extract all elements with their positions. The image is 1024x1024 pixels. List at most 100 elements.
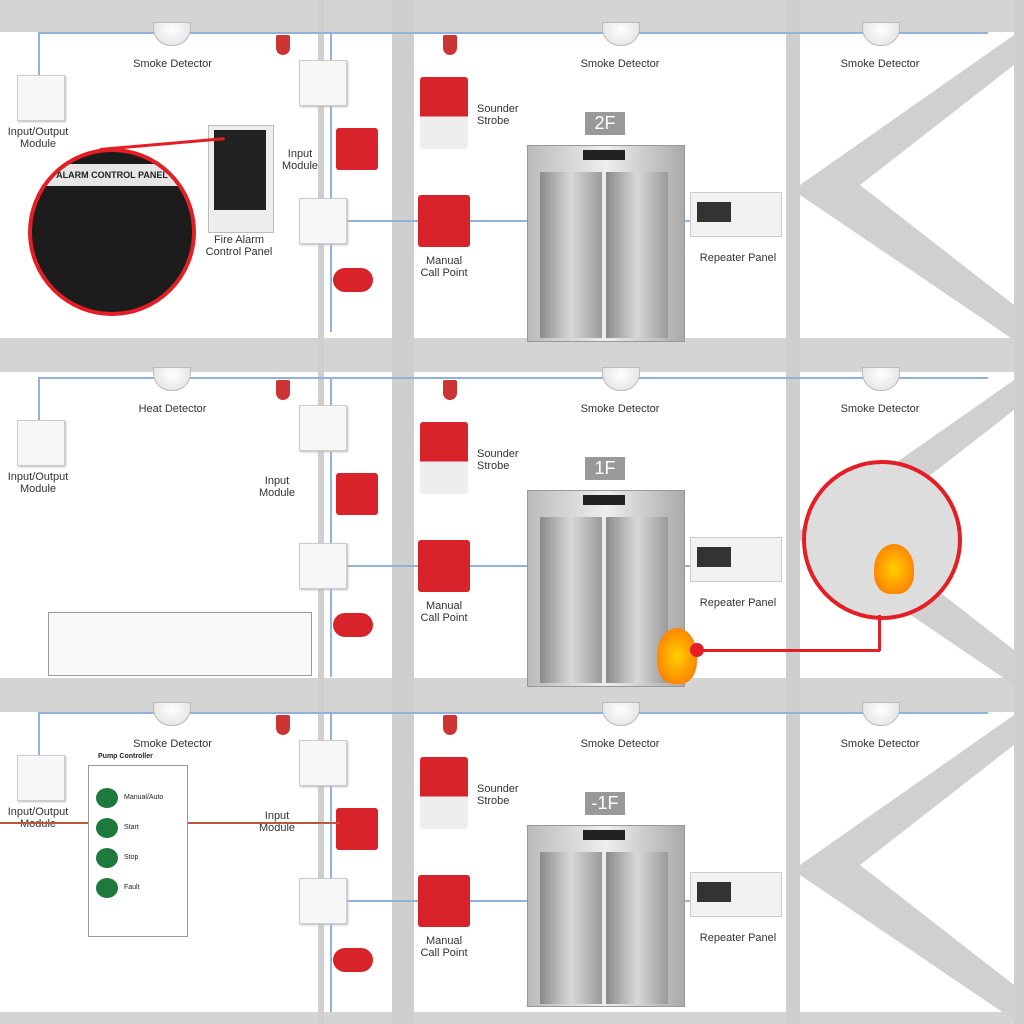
pump-button-label: Manual/Auto (124, 794, 164, 801)
right-detector-label: Smoke Detector (840, 403, 920, 415)
input-module-icon (299, 60, 347, 106)
smoke-detector-icon (153, 22, 191, 46)
io-module-label: Input/Output Module (7, 471, 69, 495)
pump-button-stop[interactable] (96, 848, 118, 868)
io-module-icon (17, 755, 65, 801)
input-module-icon (299, 878, 347, 924)
sprinkler-icon (443, 715, 457, 735)
callout-title: ALARM CONTROL PANEL (32, 164, 192, 186)
right-detector-label: Smoke Detector (840, 58, 920, 70)
elevator-door-left (540, 517, 602, 683)
floor-label: 1F (585, 457, 625, 480)
wire (330, 712, 332, 1012)
wire (38, 712, 40, 757)
flow-valve-icon (333, 268, 373, 292)
flow-valve-icon (333, 613, 373, 637)
pump-button-start[interactable] (96, 818, 118, 838)
sprinkler-icon (276, 715, 290, 735)
wire (345, 220, 695, 222)
fire-icon (657, 628, 697, 684)
manual-call-point-label: Manual Call Point (420, 935, 468, 959)
sprinkler-icon (443, 380, 457, 400)
staircase (800, 35, 1014, 340)
wire (345, 900, 695, 902)
sprinkler-icon (443, 35, 457, 55)
fire-icon (874, 544, 914, 594)
elevator-indicator (583, 495, 625, 505)
elevator-door-left (540, 852, 602, 1004)
sounder-strobe-label: Sounder Strobe (477, 103, 519, 127)
sounder-strobe-label: Sounder Strobe (477, 783, 519, 807)
wire (38, 32, 988, 34)
control-panel-face (214, 130, 266, 210)
right-detector-label: Smoke Detector (840, 738, 920, 750)
floor-label: -1F (585, 792, 625, 815)
elevator-indicator (583, 830, 625, 840)
sounder-strobe-icon (420, 422, 468, 494)
elevator-door-right (606, 852, 668, 1004)
floor-slab (0, 338, 1024, 372)
pump-button-manual-auto[interactable] (96, 788, 118, 808)
smoke-detector-icon (153, 702, 191, 726)
input-module-icon (299, 198, 347, 244)
sounder-strobe-label: Sounder Strobe (477, 448, 519, 472)
staircase (800, 715, 1014, 1020)
wall (1014, 0, 1024, 1024)
smoke-detector-icon (602, 367, 640, 391)
floor-slab (0, 1012, 1024, 1024)
floor-label: 2F (585, 112, 625, 135)
wall (392, 0, 414, 1024)
repeater-screen (697, 202, 731, 222)
sprinkler-icon (276, 380, 290, 400)
input-module-icon (299, 740, 347, 786)
wire (38, 712, 988, 714)
input-module-label: Input Module (258, 810, 296, 834)
io-module-icon (17, 75, 65, 121)
pump-button-fault[interactable] (96, 878, 118, 898)
repeater-panel-label: Repeater Panel (699, 252, 777, 264)
fire-callout-line (878, 615, 881, 651)
input-module-label: Input Module (258, 475, 296, 499)
input-module-icon (299, 405, 347, 451)
wire (38, 377, 988, 379)
mid-detector-label: Smoke Detector (580, 58, 660, 70)
repeater-screen (697, 547, 731, 567)
wire (38, 377, 40, 422)
pump-button-label: Fault (124, 884, 140, 891)
control-panel-callout: ALARM CONTROL PANEL (28, 148, 196, 316)
manual-call-point-label: Manual Call Point (420, 600, 468, 624)
wire (330, 377, 332, 677)
sprinkler-icon (276, 35, 290, 55)
hydrant-valve-icon (336, 128, 378, 170)
manual-call-point-label: Manual Call Point (420, 255, 468, 279)
io-module-icon (17, 420, 65, 466)
left-detector-label: Smoke Detector (133, 58, 212, 70)
sounder-strobe-icon (420, 77, 468, 149)
elevator-indicator (583, 150, 625, 160)
mid-detector-label: Smoke Detector (580, 403, 660, 415)
pump-button-label: Start (124, 824, 139, 831)
elevator-door-left (540, 172, 602, 338)
kitchen-counter (48, 612, 312, 676)
hydrant-valve-icon (336, 808, 378, 850)
input-module-label: Input Module (281, 148, 319, 172)
fire-origin-dot (690, 643, 704, 657)
staircase (800, 380, 1014, 685)
manual-call-point-icon (418, 540, 470, 592)
wire (330, 32, 332, 332)
wire (38, 32, 40, 77)
fire-callout (802, 460, 962, 620)
repeater-panel-label: Repeater Panel (699, 597, 777, 609)
fire-callout-line (700, 649, 880, 652)
pump-controller-title: Pump Controller (98, 753, 153, 760)
repeater-screen (697, 882, 731, 902)
hydrant-valve-icon (336, 473, 378, 515)
mid-detector-label: Smoke Detector (580, 738, 660, 750)
wall (318, 0, 324, 1024)
flow-valve-icon (333, 948, 373, 972)
elevator-door-right (606, 172, 668, 338)
wall (786, 0, 800, 1024)
repeater-panel-label: Repeater Panel (699, 932, 777, 944)
manual-call-point-icon (418, 875, 470, 927)
